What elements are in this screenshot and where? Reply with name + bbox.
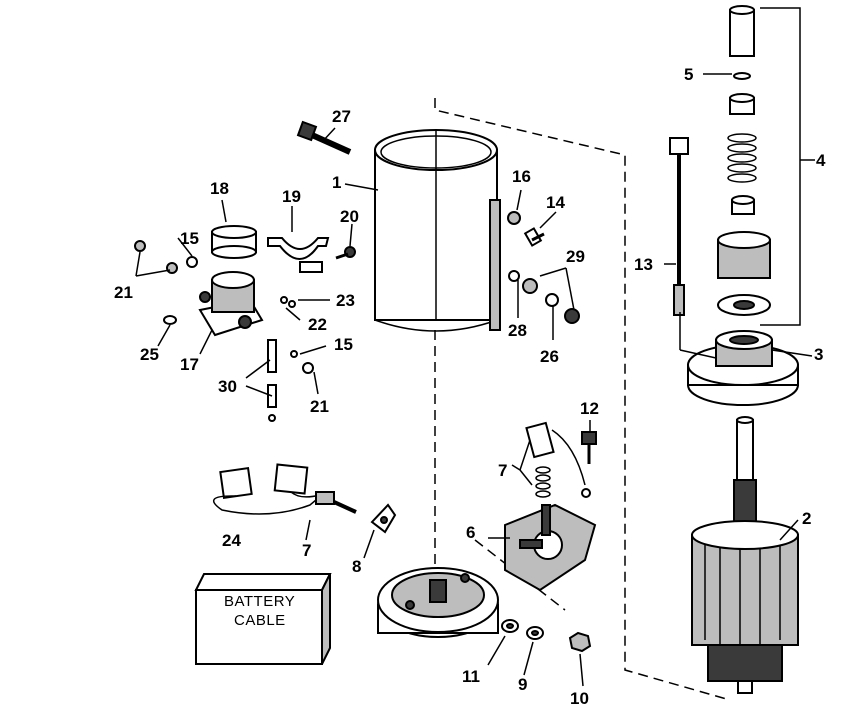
callout-29: 29 — [566, 247, 585, 266]
callout-7-lower: 7 — [302, 541, 311, 560]
callout-27: 27 — [332, 107, 351, 126]
callout-9: 9 — [518, 675, 527, 694]
callout-21-lower: 21 — [310, 397, 329, 416]
part-4-drive-kit — [717, 5, 801, 326]
part-2-armature — [691, 416, 799, 694]
callout-28: 28 — [508, 321, 527, 340]
callout-5: 5 — [684, 65, 693, 84]
part-17-solenoid — [198, 271, 264, 337]
part-28-washer — [508, 270, 520, 282]
callout-8: 8 — [352, 557, 361, 576]
callout-20: 20 — [340, 207, 359, 226]
part-7-brush-and-springs — [525, 421, 591, 498]
callout-15-lower: 15 — [334, 335, 353, 354]
part-14-screw — [523, 227, 545, 247]
part-10-nut — [568, 631, 592, 653]
part-19-bracket — [267, 237, 330, 273]
callout-21-upper: 21 — [114, 283, 133, 302]
callout-26: 26 — [540, 347, 559, 366]
callout-22: 22 — [308, 315, 327, 334]
callout-11: 11 — [462, 667, 480, 686]
part-27-bolt — [296, 120, 352, 155]
callout-10: 10 — [570, 689, 589, 708]
battery-cable-part: BATTERY CABLE — [194, 573, 332, 665]
part-8-insulator — [370, 503, 397, 534]
part-6-brush-holder — [504, 503, 597, 592]
callout-18: 18 — [210, 179, 229, 198]
callout-25: 25 — [140, 345, 159, 364]
part-21-nut-upper — [134, 240, 178, 274]
part-18-boot — [211, 225, 257, 259]
callout-14: 14 — [546, 193, 565, 212]
part-1-field-frame — [374, 129, 501, 332]
part-12-screw — [581, 431, 597, 464]
callout-4: 4 — [816, 151, 826, 170]
callout-12: 12 — [580, 399, 599, 418]
part-3-end-cap — [687, 330, 799, 406]
part-13-through-bolt — [669, 137, 689, 316]
part-11-washer — [501, 619, 519, 633]
part-24-brush-lead — [212, 463, 357, 515]
callout-19: 19 — [282, 187, 301, 206]
part-29-26-nuts — [522, 278, 580, 324]
commutator-end-cap — [377, 567, 499, 638]
callout-13: 13 — [634, 255, 653, 274]
part-20-screw — [335, 246, 356, 260]
callout-23: 23 — [336, 291, 355, 310]
callout-numbers: 1 2 3 4 5 6 7 7 8 9 10 11 12 13 14 15 15… — [114, 65, 826, 708]
callout-3: 3 — [814, 345, 823, 364]
callout-15-upper: 15 — [180, 229, 199, 248]
battery-label-line2: CABLE — [234, 612, 286, 629]
part-22-23-clip — [280, 296, 296, 308]
callout-6: 6 — [466, 523, 475, 542]
leader-lines — [135, 73, 815, 687]
callout-2: 2 — [802, 509, 811, 528]
callout-24: 24 — [222, 531, 241, 550]
part-16-nut — [507, 211, 521, 225]
callout-16: 16 — [512, 167, 531, 186]
part-15-washer-upper — [186, 256, 198, 268]
battery-label-line1: BATTERY — [224, 593, 295, 610]
callout-7-upper: 7 — [498, 461, 507, 480]
callout-1: 1 — [332, 173, 341, 192]
part-25-washer — [163, 315, 177, 325]
part-9-lockwasher — [526, 626, 544, 640]
callout-17: 17 — [180, 355, 199, 374]
callout-30: 30 — [218, 377, 237, 396]
